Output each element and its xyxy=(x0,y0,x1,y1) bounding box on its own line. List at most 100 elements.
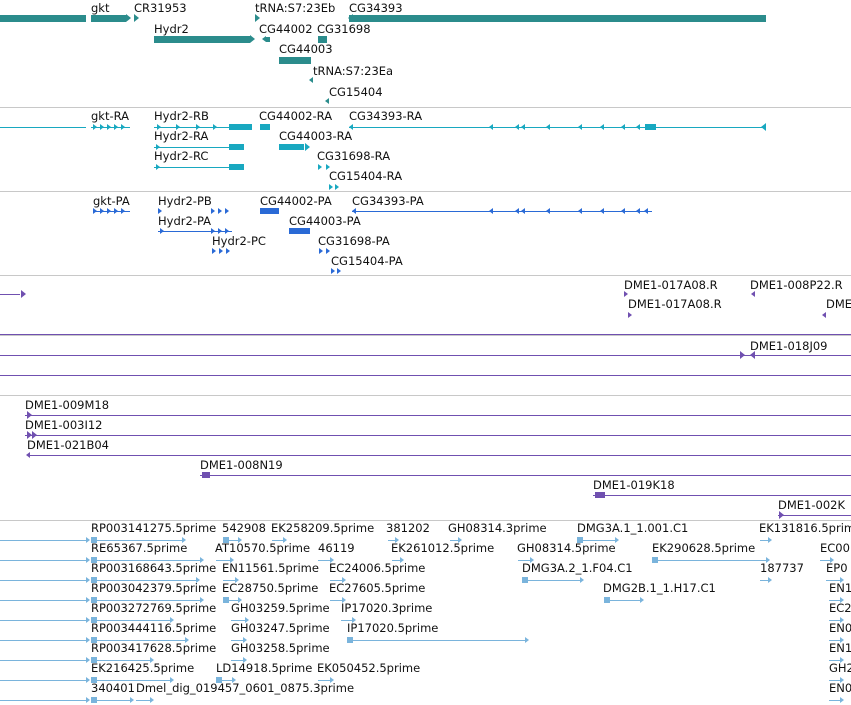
protein-label-cg44003-pa[interactable]: CG44003-PA xyxy=(289,214,361,228)
protein-feature-hydr2-pc[interactable] xyxy=(219,248,223,254)
bac-label-dme1-018j09[interactable]: DME1-018J09 xyxy=(750,339,828,353)
est-feature[interactable] xyxy=(577,540,615,541)
est-label[interactable]: GH2 xyxy=(829,661,851,675)
protein-feature-gkt-pa-arrow[interactable] xyxy=(107,208,111,214)
est-label[interactable]: EN11561.5prime xyxy=(222,561,319,575)
gene-label-cg34393[interactable]: CG34393 xyxy=(349,1,403,15)
transcript-label-hydr2-rc[interactable]: Hydr2-RC xyxy=(154,149,209,163)
est-label[interactable]: EC24006.5prime xyxy=(329,561,426,575)
bac-label-dme1-019k18[interactable]: DME1-019K18 xyxy=(593,478,675,492)
bac-feature-dme1-003i12-arrow[interactable] xyxy=(27,431,32,439)
transcript-label-gkt-ra[interactable]: gkt-RA xyxy=(91,109,130,123)
bac-feature-left[interactable] xyxy=(0,294,20,295)
transcript-feature-cg34393-ra-arrow[interactable] xyxy=(349,124,353,130)
est-feature-left-arrow[interactable] xyxy=(86,637,90,643)
est-feature-left-arrow[interactable] xyxy=(86,577,90,583)
est-feature-arrow[interactable] xyxy=(150,697,154,703)
est-feature-arrow[interactable] xyxy=(840,657,844,663)
est-feature-arrow[interactable] xyxy=(330,677,334,683)
transcript-feature-cg15404-ra[interactable] xyxy=(335,184,339,190)
transcript-feature-cg31698-ra[interactable] xyxy=(318,164,322,170)
est-feature-arrow[interactable] xyxy=(238,537,242,543)
est-feature-block[interactable] xyxy=(347,637,353,643)
protein-feature-cg34393-pa-arrow[interactable] xyxy=(515,208,519,214)
est-label[interactable]: EK131816.5prime xyxy=(759,521,851,535)
transcript-feature-cg44003-ra[interactable] xyxy=(279,144,304,150)
est-label[interactable]: EN0 xyxy=(829,621,851,635)
est-feature-block[interactable] xyxy=(91,577,97,583)
protein-label-cg44002-pa[interactable]: CG44002-PA xyxy=(260,194,332,208)
est-feature-arrow[interactable] xyxy=(840,617,844,623)
transcript-feature-gkt-ra-arrow[interactable] xyxy=(93,124,97,130)
bac-feature-dme1-009m18-arrow[interactable] xyxy=(27,411,32,419)
bac-feature-dme1-018j09-arrow-1[interactable] xyxy=(740,351,745,359)
bac-feature-dme1-008n19[interactable] xyxy=(200,475,851,476)
est-feature-block[interactable] xyxy=(223,597,229,603)
est-feature-block[interactable] xyxy=(223,537,229,543)
est-label[interactable]: DMG2B.1_1.H17.C1 xyxy=(603,581,716,595)
est-label[interactable]: EK261012.5prime xyxy=(391,541,495,555)
transcript-feature-cg34393-ra-end[interactable] xyxy=(761,123,766,131)
est-label[interactable]: 46119 xyxy=(318,541,355,555)
gene-feature-left[interactable] xyxy=(0,15,86,22)
est-label[interactable]: EN1 xyxy=(829,581,851,595)
est-label[interactable]: EC2 xyxy=(829,601,851,615)
est-feature[interactable] xyxy=(231,620,245,621)
est-feature-left[interactable] xyxy=(0,600,86,601)
transcript-feature-hydr2-rb-exon[interactable] xyxy=(229,124,252,130)
est-feature[interactable] xyxy=(829,680,840,681)
est-label[interactable]: 381202 xyxy=(386,521,430,535)
est-feature[interactable] xyxy=(216,560,230,561)
transcript-feature-cg34393-ra[interactable] xyxy=(349,127,766,128)
est-label[interactable]: DMG3A.2_1.F04.C1 xyxy=(522,561,633,575)
transcript-feature-hydr2-rb[interactable] xyxy=(154,127,252,128)
est-feature-arrow[interactable] xyxy=(840,677,844,683)
est-feature[interactable] xyxy=(91,640,185,641)
est-feature[interactable] xyxy=(91,540,182,541)
est-feature-block[interactable] xyxy=(91,637,97,643)
transcript-feature-cg34393-ra-arrow[interactable] xyxy=(636,124,640,130)
protein-feature-gkt-pa-arrow[interactable] xyxy=(93,208,97,214)
est-feature[interactable] xyxy=(91,660,150,661)
bac-feature-dme1-019k18-head[interactable] xyxy=(595,492,605,498)
protein-feature-cg34393-pa-arrow[interactable] xyxy=(636,208,640,214)
transcript-label-cg31698-ra[interactable]: CG31698-RA xyxy=(317,149,391,163)
bac-feature-dme1-017a08-r[interactable] xyxy=(624,291,628,297)
est-feature[interactable] xyxy=(216,680,232,681)
bac-feature-span-1[interactable] xyxy=(0,334,851,335)
est-feature-arrow[interactable] xyxy=(283,537,287,543)
protein-feature-cg44002-pa[interactable] xyxy=(260,208,279,214)
est-label[interactable]: AT10570.5prime xyxy=(215,541,311,555)
bac-label-dme1-008n19[interactable]: DME1-008N19 xyxy=(200,458,283,472)
est-label[interactable]: RP003141275.5prime xyxy=(91,521,217,535)
protein-feature-gkt-pa-arrow[interactable] xyxy=(100,208,104,214)
est-label[interactable]: LD14918.5prime xyxy=(216,661,313,675)
transcript-feature-cg34393-ra-arrow[interactable] xyxy=(489,124,493,130)
transcript-feature-gkt-ra-arrow[interactable] xyxy=(100,124,104,130)
gene-feature-gkt[interactable] xyxy=(91,15,126,22)
est-feature[interactable] xyxy=(91,680,170,681)
est-feature-block[interactable] xyxy=(91,557,97,563)
protein-feature-cg34393-pa-arrow[interactable] xyxy=(521,208,525,214)
bac-feature-dme-partial[interactable] xyxy=(822,312,826,318)
est-feature[interactable] xyxy=(829,620,840,621)
est-label[interactable]: GH03247.5prime xyxy=(231,621,330,635)
transcript-feature-hydr2-rc-arrow[interactable] xyxy=(156,164,160,170)
protein-label-gkt-pa[interactable]: gkt-PA xyxy=(93,194,130,208)
est-feature[interactable] xyxy=(91,700,130,701)
est-label[interactable]: EN0 xyxy=(829,681,851,695)
bac-label-dme1-003i12[interactable]: DME1-003I12 xyxy=(25,418,103,432)
transcript-feature-cg34393-ra-exon[interactable] xyxy=(645,124,656,130)
est-feature-arrow[interactable] xyxy=(580,577,584,583)
est-feature[interactable] xyxy=(829,640,840,641)
est-feature-arrow[interactable] xyxy=(182,537,186,543)
est-feature[interactable] xyxy=(652,560,766,561)
est-feature-left-arrow[interactable] xyxy=(86,537,90,543)
est-feature-arrow[interactable] xyxy=(170,617,174,623)
est-feature-arrow[interactable] xyxy=(243,657,247,663)
est-feature[interactable] xyxy=(91,580,196,581)
bac-label-dme1-008p22-r[interactable]: DME1-008P22.R xyxy=(750,278,843,292)
est-label[interactable]: 542908 xyxy=(222,521,266,535)
est-feature-block[interactable] xyxy=(216,677,222,683)
est-label[interactable]: EK050452.5prime xyxy=(317,661,421,675)
